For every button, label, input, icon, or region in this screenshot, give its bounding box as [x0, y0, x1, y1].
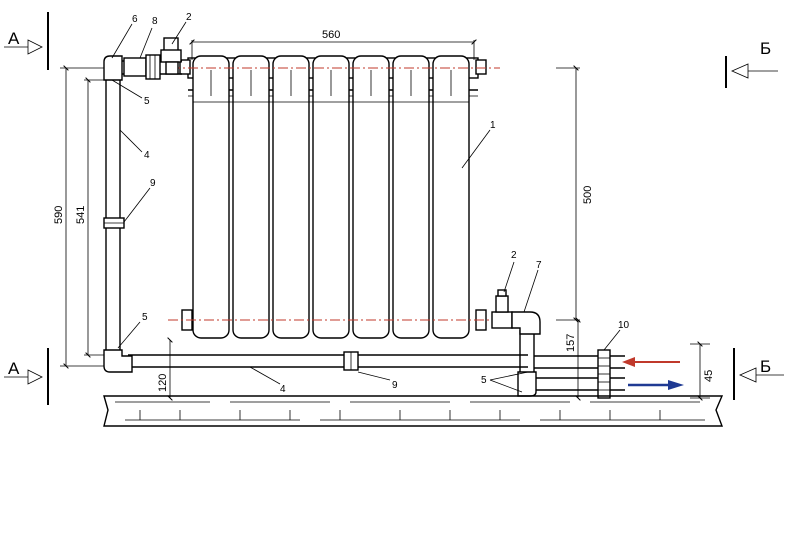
- svg-text:1: 1: [490, 120, 496, 131]
- svg-text:9: 9: [392, 380, 398, 391]
- section-marker-b-bottom: Б: [733, 348, 784, 400]
- svg-text:А: А: [8, 359, 20, 378]
- svg-text:5: 5: [481, 375, 487, 386]
- supply-flow-arrow: [622, 357, 680, 367]
- svg-text:8: 8: [152, 16, 158, 27]
- svg-text:5: 5: [142, 312, 148, 323]
- callout-5-top: 5: [111, 79, 150, 107]
- pipe-riser-left: [105, 80, 121, 352]
- svg-text:4: 4: [144, 150, 150, 161]
- elbow-top-left: [103, 55, 123, 81]
- svg-text:4: 4: [280, 384, 286, 395]
- elbow-right-7: [511, 311, 541, 335]
- callout-1: 1: [461, 120, 496, 169]
- svg-text:9: 9: [150, 178, 156, 189]
- svg-text:5: 5: [144, 96, 150, 107]
- svg-text:500: 500: [582, 186, 594, 204]
- pipe-bottom-horizontal: [128, 354, 528, 368]
- section-marker-a-bottom: А: [4, 348, 49, 405]
- svg-text:2: 2: [186, 12, 192, 23]
- floor-slab: [103, 395, 724, 427]
- callout-4-bottom: 4: [249, 366, 286, 395]
- svg-text:120: 120: [157, 374, 169, 392]
- elbow-bottom-right: [517, 371, 537, 397]
- svg-text:10: 10: [618, 320, 630, 331]
- callout-10: 10: [603, 320, 630, 351]
- callout-7: 7: [523, 260, 542, 313]
- valve-bottom-right: [491, 289, 513, 329]
- callout-6: 6: [111, 14, 138, 59]
- elbow-bottom-left: [103, 349, 133, 373]
- section-marker-a-top: А: [4, 12, 49, 70]
- valve-top-fitting-8: [123, 54, 161, 80]
- svg-text:6: 6: [132, 14, 138, 25]
- callout-8: 8: [139, 16, 158, 59]
- svg-text:2: 2: [511, 250, 517, 261]
- svg-text:7: 7: [536, 260, 542, 271]
- callout-5-mid: 5: [117, 312, 148, 349]
- coupling-9-left: [103, 217, 125, 229]
- radiator-sections: [192, 55, 470, 339]
- svg-text:560: 560: [322, 29, 340, 41]
- svg-text:590: 590: [53, 206, 65, 224]
- pipe-outlets-right: [534, 355, 625, 391]
- svg-text:541: 541: [75, 206, 87, 224]
- callout-4-left: 4: [119, 129, 150, 161]
- dimension-157: 157: [565, 317, 581, 401]
- callout-2-right: 2: [503, 250, 517, 293]
- dimension-45: 45: [690, 341, 715, 401]
- svg-text:45: 45: [703, 370, 715, 382]
- dimension-590: 590: [53, 65, 104, 369]
- air-valve-top: [160, 37, 182, 75]
- dimension-560: 560: [189, 29, 477, 60]
- coupling-9-bottom: [343, 351, 359, 371]
- callout-5-bottom: 5: [481, 371, 529, 393]
- svg-text:А: А: [8, 29, 20, 48]
- dimension-120: 120: [157, 337, 173, 401]
- floor-clamp-10: [597, 349, 611, 399]
- dimension-541: 541: [75, 77, 104, 358]
- callout-9-bottom: 9: [357, 371, 398, 391]
- callout-2-top: 2: [171, 12, 192, 45]
- return-flow-arrow: [628, 380, 684, 390]
- callout-9-left: 9: [123, 178, 156, 223]
- svg-text:Б: Б: [760, 357, 771, 376]
- svg-text:157: 157: [565, 334, 577, 352]
- section-marker-b-top: Б: [725, 39, 778, 88]
- radiator: [168, 55, 500, 339]
- dimension-500: 500: [556, 65, 594, 323]
- svg-text:Б: Б: [760, 39, 771, 58]
